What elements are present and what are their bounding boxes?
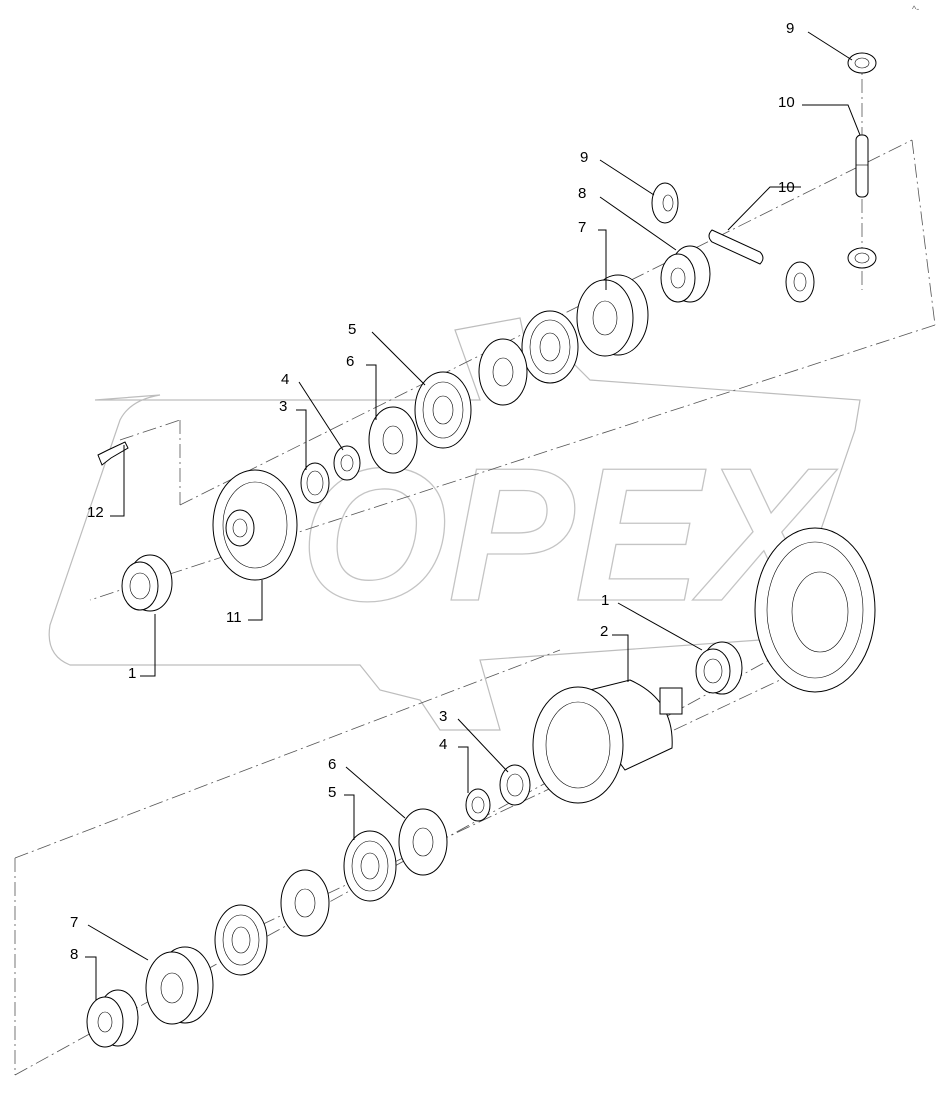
callout-labels: 9 10 9 10 8 7 5 6 4 3 12 11 1 1 2 3 4 6 … bbox=[70, 20, 795, 963]
callout-11: 11 bbox=[226, 609, 242, 626]
corner-mark: ^- bbox=[912, 4, 919, 14]
bolt bbox=[97, 441, 129, 466]
pinion-gear-right bbox=[785, 261, 815, 303]
pressure-ring-upper bbox=[576, 274, 649, 357]
pinion-gear-mid bbox=[651, 182, 679, 224]
watermark-gear-outline bbox=[48, 317, 861, 731]
callout-5-upper: 5 bbox=[348, 321, 356, 338]
side-gear-upper bbox=[660, 245, 711, 303]
callout-3-upper: 3 bbox=[279, 398, 287, 415]
friction-disc-lower-a bbox=[343, 830, 397, 902]
pinion-gear-upper bbox=[847, 52, 877, 74]
parts bbox=[86, 52, 877, 1048]
callout-2: 2 bbox=[600, 623, 608, 640]
callout-4-upper: 4 bbox=[281, 371, 289, 388]
callout-1-left: 1 bbox=[128, 665, 136, 682]
callout-8-lower: 8 bbox=[70, 946, 78, 963]
pinion-gear-lower bbox=[847, 247, 877, 269]
tab-washer-lower bbox=[465, 788, 491, 822]
callout-3-lower: 3 bbox=[439, 708, 447, 725]
leader-lines bbox=[85, 31, 861, 1000]
callout-1-right: 1 bbox=[601, 592, 609, 609]
callout-6-upper: 6 bbox=[346, 353, 354, 370]
differential-case-half bbox=[212, 469, 298, 581]
shim-lower bbox=[499, 764, 531, 806]
friction-disc-upper-b bbox=[414, 371, 472, 449]
callout-9-upper: 9 bbox=[786, 20, 794, 37]
cross-pin-vertical bbox=[855, 134, 869, 198]
shim-upper bbox=[300, 462, 330, 504]
steel-plate-lower-a bbox=[398, 808, 448, 876]
friction-disc-upper-a bbox=[521, 310, 579, 384]
callout-7-upper: 7 bbox=[578, 219, 586, 236]
callout-4-lower: 4 bbox=[439, 736, 447, 753]
steel-plate-lower-b bbox=[280, 869, 330, 937]
callout-8-upper: 8 bbox=[578, 185, 586, 202]
callout-7-lower: 7 bbox=[70, 914, 78, 931]
crown-ring-gear bbox=[754, 527, 876, 693]
callout-6-lower: 6 bbox=[328, 756, 336, 773]
side-gear-lower bbox=[86, 989, 139, 1048]
bearing-right bbox=[695, 641, 743, 695]
friction-disc-lower-b bbox=[214, 904, 268, 976]
callout-12: 12 bbox=[87, 504, 104, 521]
callout-9-mid: 9 bbox=[580, 149, 588, 166]
differential-housing bbox=[532, 679, 683, 804]
bearing-left bbox=[121, 554, 173, 612]
callout-5-lower: 5 bbox=[328, 784, 336, 801]
cross-pin-horizontal bbox=[708, 229, 764, 265]
steel-plate-upper-a bbox=[478, 338, 528, 406]
callout-10-upper: 10 bbox=[778, 94, 795, 111]
pressure-ring-lower bbox=[145, 946, 214, 1025]
tab-washer-upper bbox=[333, 445, 361, 481]
callout-10-mid: 10 bbox=[778, 179, 795, 196]
steel-plate-upper-b bbox=[368, 406, 418, 474]
